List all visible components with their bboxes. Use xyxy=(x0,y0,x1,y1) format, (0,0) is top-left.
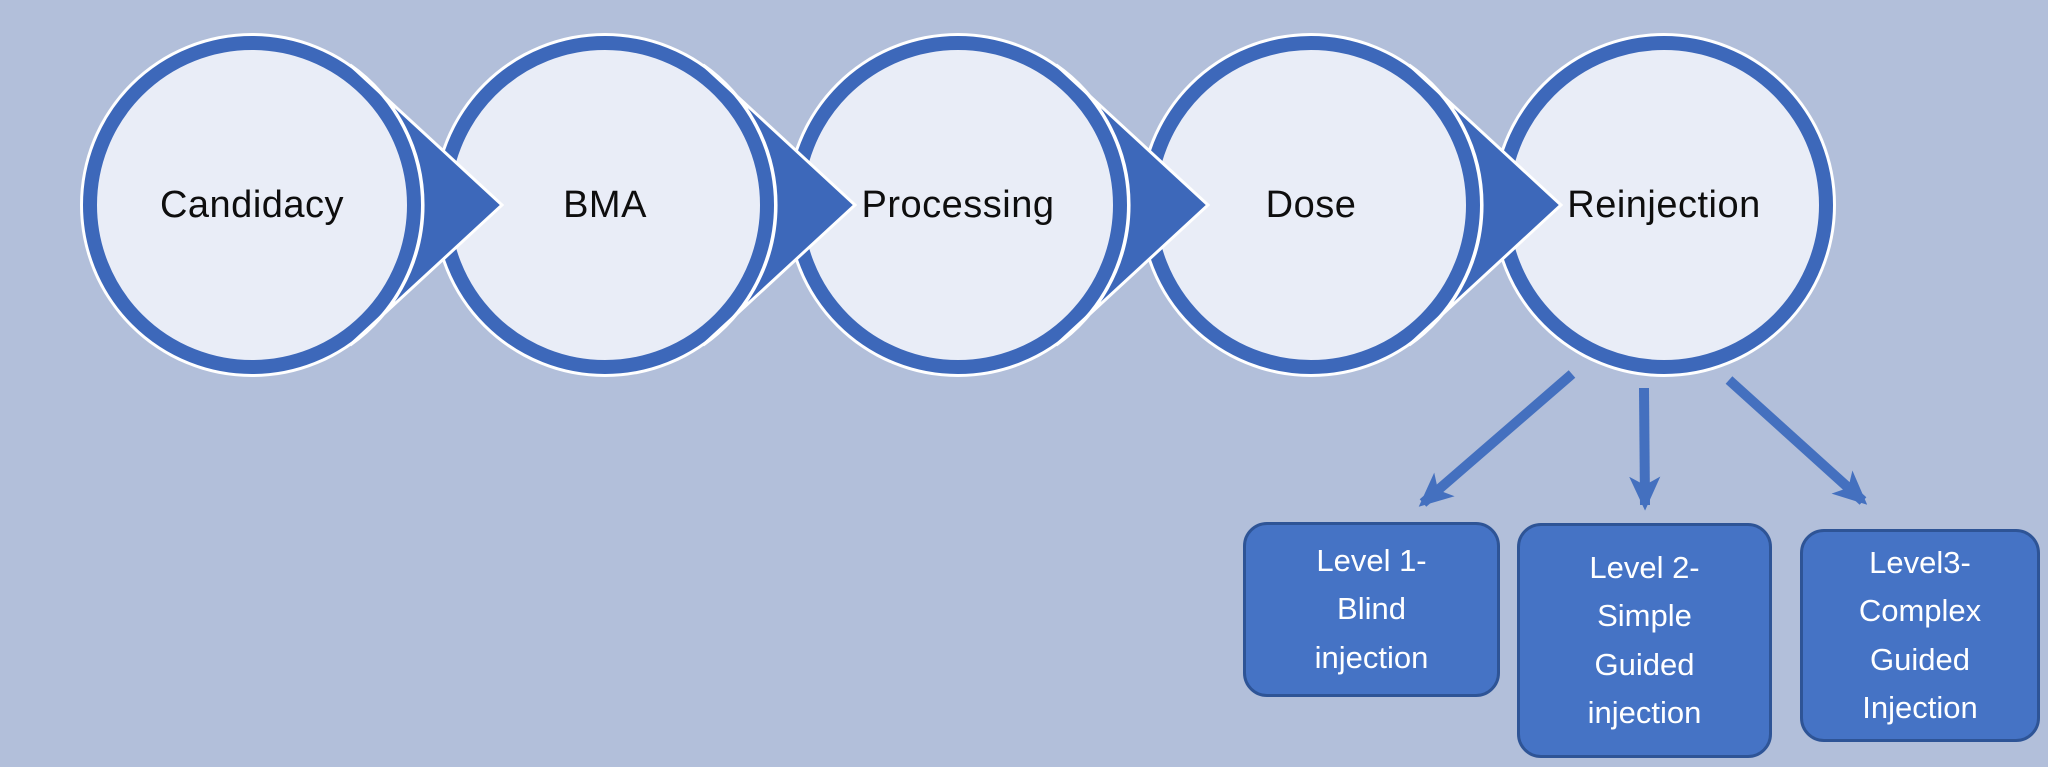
branch-arrow-middle-icon xyxy=(1629,387,1661,511)
level-label: Level 1- Blind injection xyxy=(1314,543,1429,675)
step-label: Processing xyxy=(861,183,1055,226)
step-circle-bma: BMA xyxy=(436,36,774,374)
step-circle-reinjection: Reinjection xyxy=(1495,36,1833,374)
step-circle-candidacy: Candidacy xyxy=(83,36,421,374)
level-box-1: Level 1- Blind injection xyxy=(1243,522,1500,697)
level-label: Level 2- Simple Guided injection xyxy=(1587,550,1702,730)
step-circle-dose: Dose xyxy=(1142,36,1480,374)
step-label: BMA xyxy=(563,183,647,226)
step-circle-processing: Processing xyxy=(789,36,1127,374)
level-box-2: Level 2- Simple Guided injection xyxy=(1517,523,1772,758)
level-label: Level3- Complex Guided Injection xyxy=(1858,545,1982,725)
branch-arrow-left-icon xyxy=(1418,370,1576,507)
branch-arrow-right-icon xyxy=(1725,376,1868,505)
step-label: Dose xyxy=(1265,183,1357,226)
level-box-3: Level3- Complex Guided Injection xyxy=(1800,529,2040,742)
step-label: Reinjection xyxy=(1567,183,1761,226)
step-label: Candidacy xyxy=(159,183,345,226)
